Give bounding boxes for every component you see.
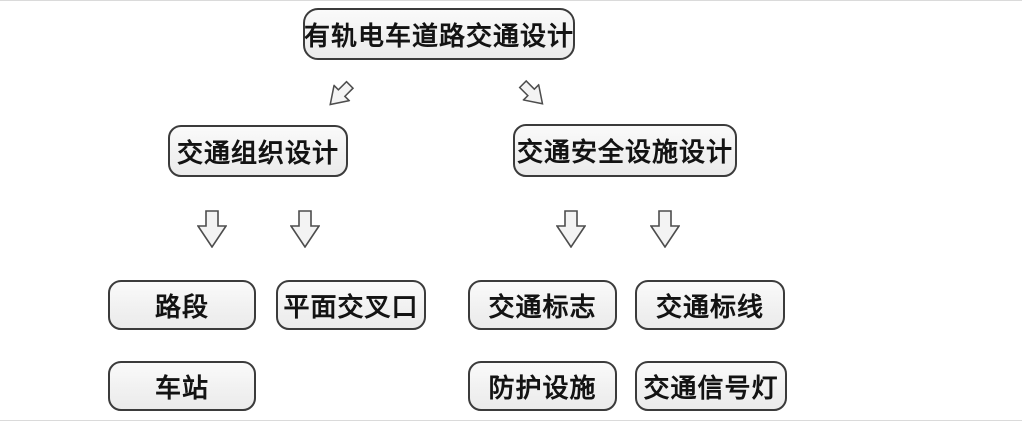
arrow-down-icon: [650, 210, 680, 248]
arrow-down-icon: [290, 210, 320, 248]
arrow-down-icon: [197, 210, 227, 248]
arrow-down-left-icon: [315, 69, 366, 120]
node-station: 车站: [108, 361, 256, 411]
node-traffic-signal-lights: 交通信号灯: [635, 361, 787, 411]
node-traffic-markings: 交通标线: [635, 280, 785, 330]
arrow-down-right-icon: [507, 69, 558, 120]
node-road-section: 路段: [108, 280, 256, 330]
node-traffic-organization-design: 交通组织设计: [168, 125, 348, 177]
arrow-down-icon: [556, 210, 586, 248]
node-at-grade-intersection: 平面交叉口: [276, 280, 426, 330]
bottom-border-line: [0, 420, 1022, 421]
node-traffic-safety-facility-design: 交通安全设施设计: [513, 124, 737, 177]
node-root-tram-road-traffic-design: 有轨电车道路交通设计: [303, 8, 575, 60]
node-protective-facilities: 防护设施: [468, 361, 617, 411]
top-border-line: [0, 0, 1022, 1]
node-traffic-signs: 交通标志: [468, 280, 617, 330]
